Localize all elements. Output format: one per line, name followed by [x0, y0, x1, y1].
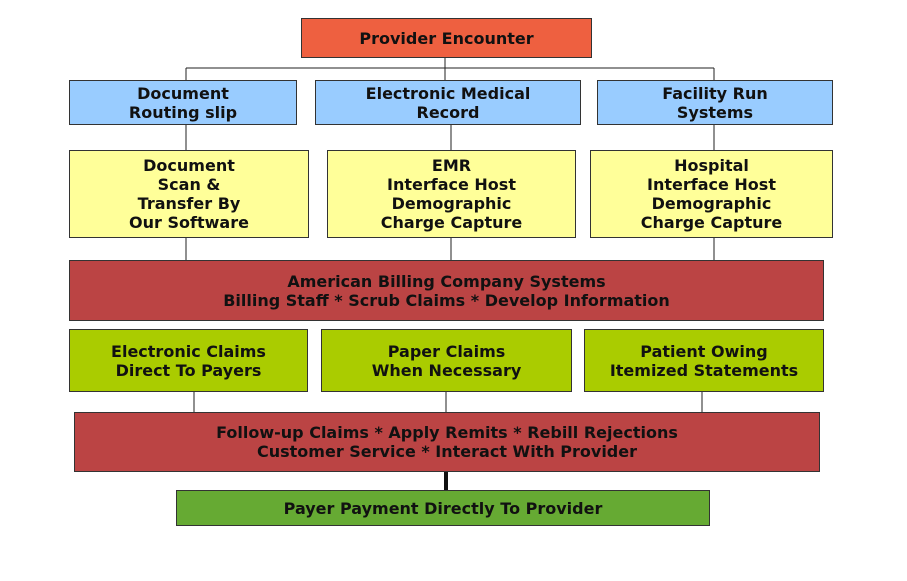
source-line: Electronic Medical	[365, 83, 531, 103]
followup-line: Follow-up Claims * Apply Remits * Rebill…	[216, 423, 678, 442]
capture-box-emr: EMR Interface Host Demographic Charge Ca…	[327, 150, 576, 238]
billing-system-box: American Billing Company Systems Billing…	[69, 260, 824, 321]
source-line: Document	[137, 83, 229, 103]
claims-line: Electronic Claims	[111, 341, 266, 361]
capture-line: Charge Capture	[380, 213, 523, 232]
payment-label: Payer Payment Directly To Provider	[283, 498, 603, 518]
source-line: Routing slip	[128, 102, 238, 122]
followup-box: Follow-up Claims * Apply Remits * Rebill…	[74, 412, 820, 472]
capture-line: Interface Host	[647, 175, 776, 194]
capture-line: EMR	[431, 156, 472, 175]
source-line: Systems	[676, 102, 754, 122]
claims-line: Itemized Statements	[609, 360, 799, 380]
capture-line: Interface Host	[387, 175, 516, 194]
capture-line: Charge Capture	[640, 213, 783, 232]
claims-box-electronic: Electronic Claims Direct To Payers	[69, 329, 308, 392]
source-box-facility-run-systems: Facility Run Systems	[597, 80, 833, 125]
source-box-electronic-medical-record: Electronic Medical Record	[315, 80, 581, 125]
claims-box-patient-owing: Patient Owing Itemized Statements	[584, 329, 824, 392]
capture-line: Demographic	[391, 194, 512, 213]
provider-encounter-label: Provider Encounter	[359, 28, 534, 48]
capture-line: Demographic	[651, 194, 772, 213]
claims-box-paper: Paper Claims When Necessary	[321, 329, 572, 392]
claims-line: Direct To Payers	[115, 360, 262, 380]
capture-line: Scan &	[157, 175, 221, 194]
provider-encounter-box: Provider Encounter	[301, 18, 592, 58]
billing-system-line: Billing Staff * Scrub Claims * Develop I…	[223, 290, 670, 310]
source-line: Record	[416, 102, 480, 122]
source-box-document-routing: Document Routing slip	[69, 80, 297, 125]
source-line: Facility Run	[662, 83, 768, 103]
capture-line: Document	[143, 156, 235, 175]
billing-system-line: American Billing Company Systems	[287, 271, 606, 291]
capture-line: Transfer By	[137, 194, 241, 213]
capture-line: Our Software	[129, 213, 249, 232]
capture-box-document-scan: Document Scan & Transfer By Our Software	[69, 150, 309, 238]
capture-box-hospital: Hospital Interface Host Demographic Char…	[590, 150, 833, 238]
claims-line: Patient Owing	[640, 341, 768, 361]
claims-line: When Necessary	[371, 360, 522, 380]
capture-line: Hospital	[674, 156, 749, 175]
payment-box: Payer Payment Directly To Provider	[176, 490, 710, 526]
followup-line: Customer Service * Interact With Provide…	[257, 442, 637, 461]
claims-line: Paper Claims	[387, 341, 506, 361]
